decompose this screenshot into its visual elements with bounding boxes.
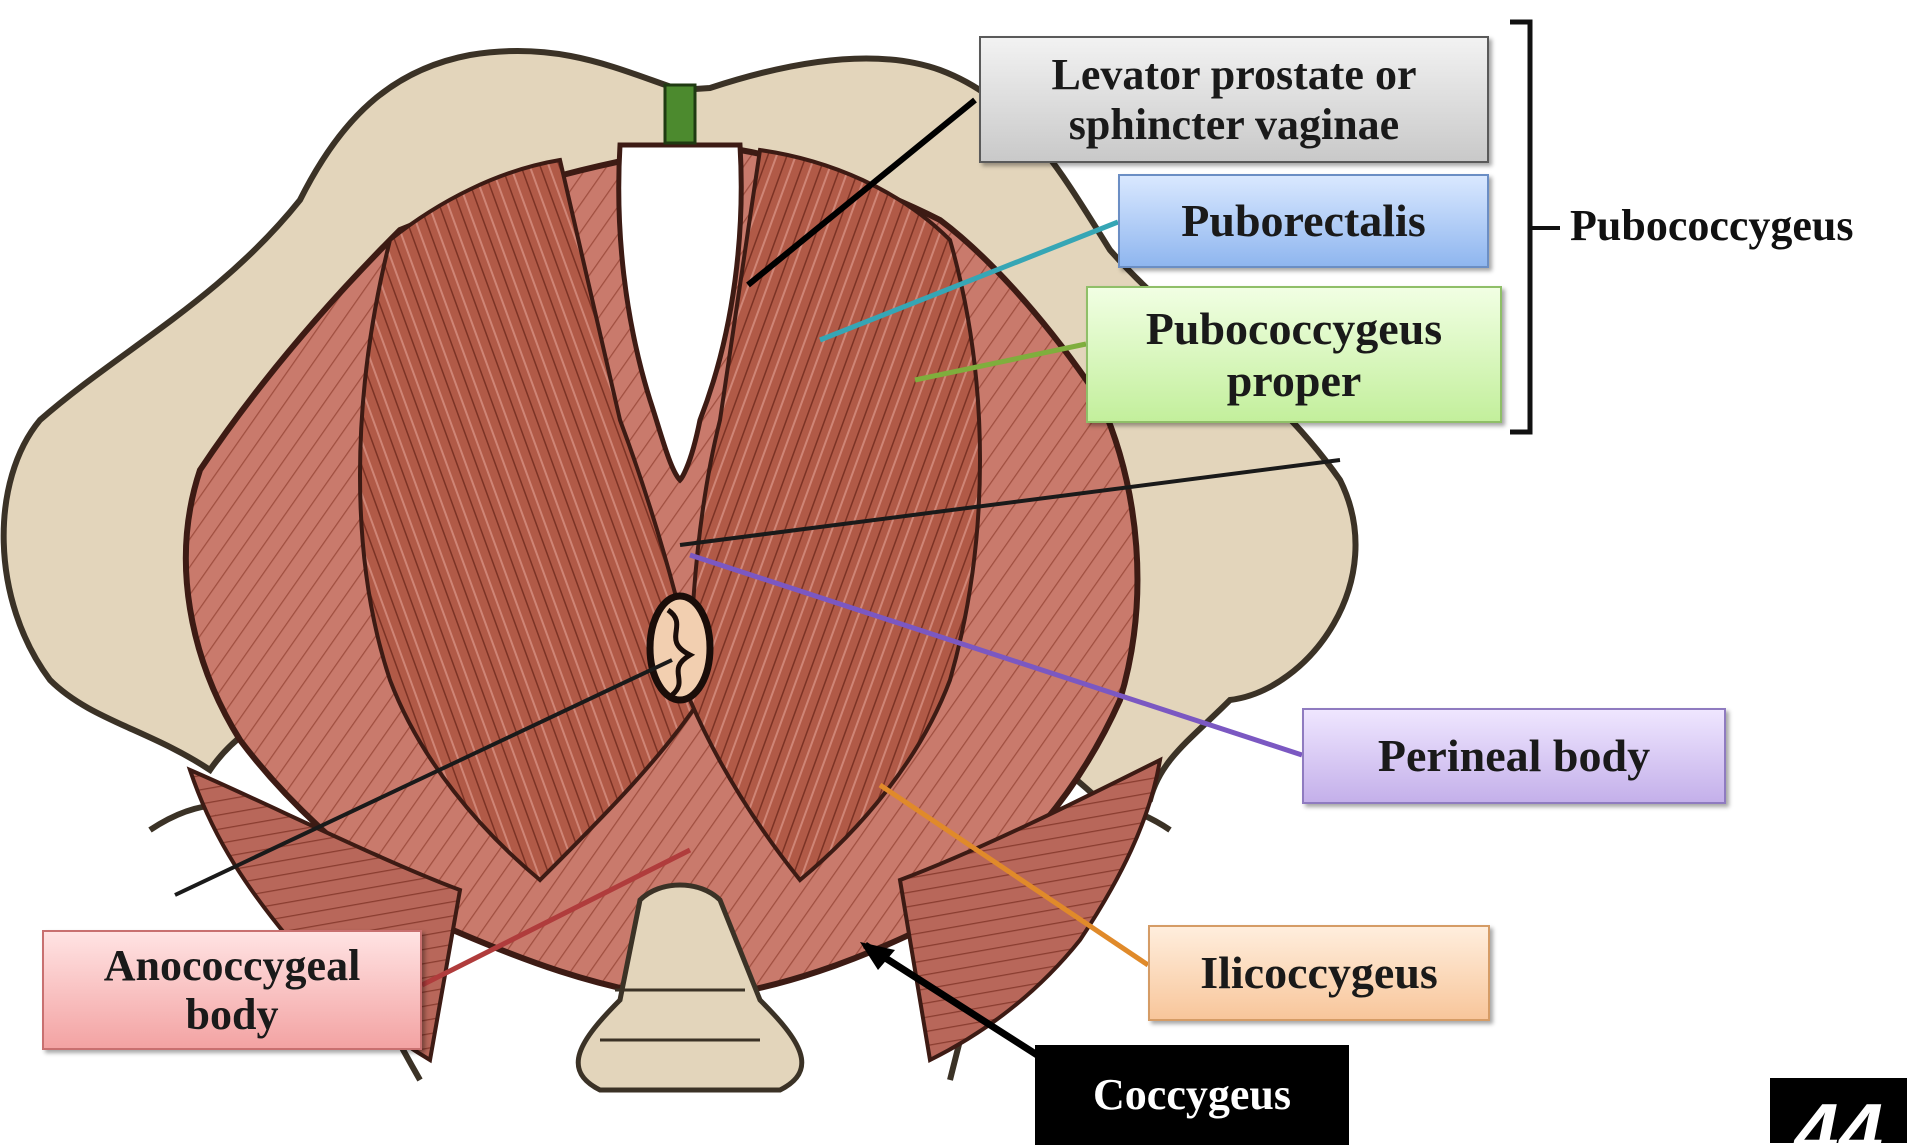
page-number: 44 <box>1770 1078 1907 1143</box>
pubic-symphysis <box>665 85 695 143</box>
label-coccygeus: Coccygeus <box>1035 1045 1349 1145</box>
label-pubococcygeus-proper: Pubococcygeus proper <box>1086 286 1502 423</box>
label-perineal-body: Perineal body <box>1302 708 1726 804</box>
label-anococcygeal-body: Anococcygeal body <box>42 930 422 1050</box>
label-pubococcygeus-group: Pubococcygeus <box>1570 200 1854 251</box>
group-bracket <box>1510 22 1530 432</box>
label-levator-prostate: Levator prostate or sphincter vaginae <box>979 36 1489 163</box>
label-ilicoccygeus: Ilicoccygeus <box>1148 925 1490 1021</box>
label-puborectalis: Puborectalis <box>1118 174 1489 268</box>
